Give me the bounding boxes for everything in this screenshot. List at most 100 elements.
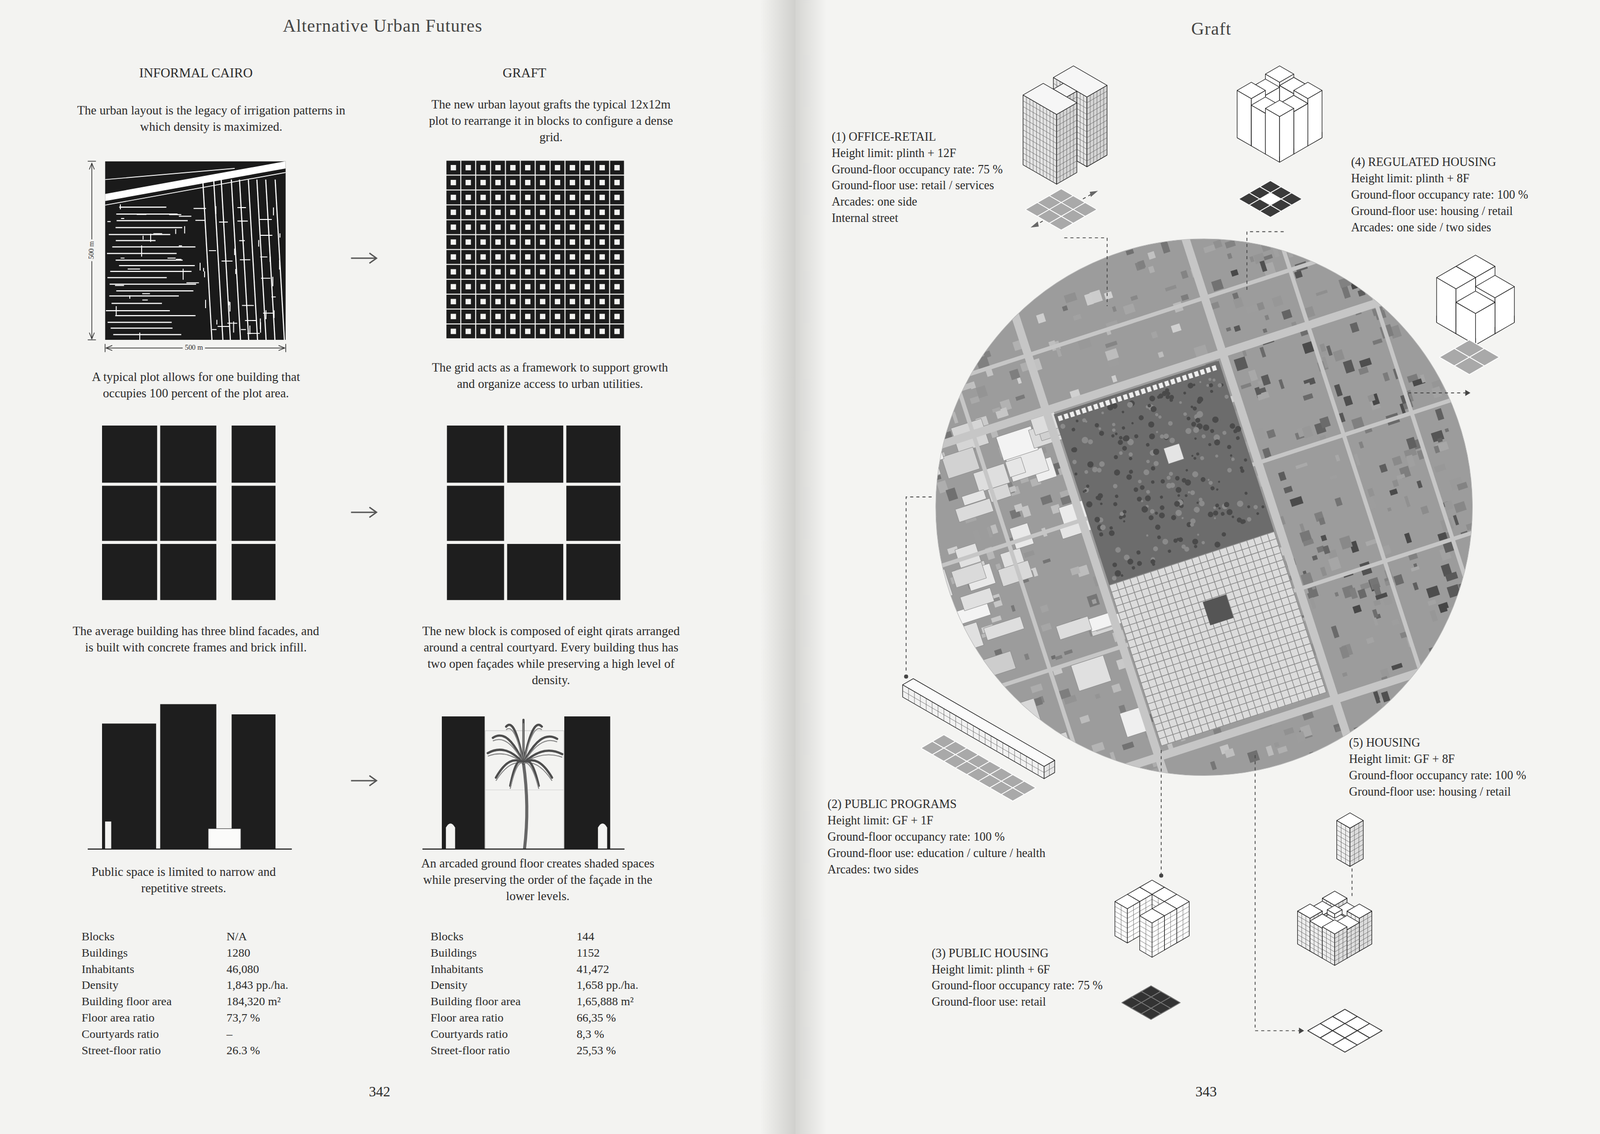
arrowhead: [1030, 221, 1039, 228]
courtyard: [554, 224, 561, 230]
grid-block: [520, 160, 535, 175]
aerial-block: [903, 469, 916, 480]
line: [1136, 615, 1302, 669]
line: [212, 328, 217, 330]
tree: [1148, 514, 1155, 522]
warehouse: [1014, 697, 1042, 729]
aerial-block: [1066, 262, 1076, 272]
aerial-block: [1094, 693, 1101, 699]
courtyard: [525, 283, 531, 290]
aerial-block: [1549, 584, 1560, 590]
tree: [1182, 411, 1188, 417]
tree: [1111, 402, 1119, 410]
aerial-block: [1328, 556, 1342, 571]
tree: [1184, 493, 1188, 498]
courtyard: [510, 164, 516, 171]
line: [1111, 538, 1277, 592]
aerial-block: [1321, 807, 1331, 820]
line: [115, 240, 156, 242]
courtyard: [465, 239, 472, 245]
aerial-block: [1471, 468, 1484, 480]
aerial-block: [891, 419, 900, 430]
aerial-block: [908, 628, 919, 639]
aerial-block: [1027, 229, 1034, 238]
aerial-block: [1366, 637, 1375, 645]
aerial-block: [870, 297, 882, 304]
aerial-block: [1035, 817, 1051, 833]
aerial-block: [1529, 393, 1539, 406]
grid-block: [520, 205, 535, 220]
plot-mark: [1205, 367, 1212, 374]
grid-block: [580, 220, 595, 235]
arrowhead: [106, 345, 112, 351]
tree: [1158, 415, 1163, 420]
aerial-block: [1413, 329, 1427, 341]
aerial-block: [1398, 103, 1404, 109]
tree: [1226, 508, 1234, 516]
aerial-block: [1502, 720, 1516, 729]
grid-block: [505, 250, 520, 265]
tree: [1186, 381, 1194, 389]
plot-mark: [1140, 388, 1146, 395]
line: [203, 267, 205, 272]
tree: [1114, 431, 1119, 436]
tree: [1189, 489, 1196, 496]
tree: [1075, 419, 1079, 423]
aerial-block: [843, 379, 852, 391]
aerial-block: [947, 382, 958, 393]
aerial-block: [1226, 252, 1233, 260]
grid-block: [550, 294, 565, 309]
aerial-block: [1576, 725, 1584, 737]
tree: [1114, 569, 1122, 578]
aerial-block: [1459, 640, 1466, 648]
grid-block: [610, 160, 625, 175]
courtyard: [569, 209, 576, 215]
aerial-block: [1088, 357, 1097, 369]
aerial-block: [1375, 592, 1388, 601]
tree: [1192, 426, 1200, 434]
aerial-block: [1422, 274, 1437, 290]
tree: [1192, 505, 1201, 514]
plot-mark: [1117, 395, 1123, 402]
tree: [1128, 469, 1134, 475]
aerial-block: [1379, 463, 1388, 474]
tree: [1218, 506, 1222, 510]
courtyard: [480, 298, 486, 305]
aerial-block: [947, 325, 963, 342]
aerial-block: [1513, 717, 1526, 726]
aerial-block: [1512, 523, 1521, 530]
line: [1120, 566, 1286, 621]
grid-block: [476, 279, 490, 294]
aerial-block: [1141, 864, 1152, 874]
aerial-block: [1519, 490, 1531, 501]
aerial-block: [1510, 461, 1519, 471]
aerial-block: [888, 390, 899, 397]
plot: [160, 425, 216, 483]
road: [839, 259, 1502, 482]
aerial-block: [1478, 473, 1487, 480]
tree: [1177, 536, 1184, 543]
line: [175, 259, 182, 261]
courtyard: [495, 194, 501, 201]
line: [1150, 657, 1316, 711]
aerial-block: [1328, 139, 1337, 147]
aerial-block: [1306, 252, 1320, 264]
aerial-block: [1343, 159, 1353, 168]
courtyard: [525, 164, 531, 171]
aerial-block: [942, 295, 954, 305]
grid-block: [580, 175, 595, 190]
aerial-block: [927, 374, 942, 388]
courtyard: [510, 179, 516, 186]
aerial-block: [1477, 534, 1491, 548]
grid-block: [520, 324, 535, 339]
aerial-block: [1111, 374, 1118, 383]
line: [141, 245, 143, 257]
grid-block: [550, 279, 565, 294]
tree: [1095, 495, 1102, 501]
grid-block: [610, 324, 625, 339]
tree: [1209, 428, 1215, 434]
aerial-block: [1588, 695, 1600, 710]
aerial-block: [1274, 808, 1283, 818]
aerial-block: [1435, 408, 1445, 421]
aerial-block: [1262, 327, 1268, 333]
